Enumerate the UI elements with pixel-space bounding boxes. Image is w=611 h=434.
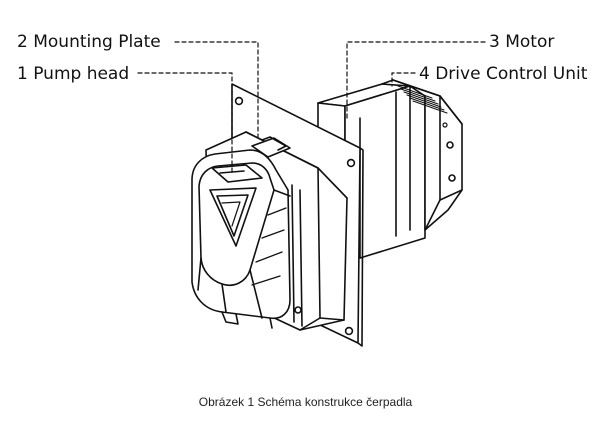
leader-pump-head	[137, 72, 233, 176]
leader-mounting-plate	[174, 41, 259, 141]
label-motor: 3 Motor	[489, 32, 555, 52]
drive-control-unit	[381, 79, 463, 231]
figure-caption: Obrázek 1 Schéma konstrukce čerpadla	[198, 395, 413, 409]
label-drive-control-unit: 4 Drive Control Unit	[419, 64, 588, 84]
leader-lines	[137, 41, 486, 176]
pump-head	[191, 131, 348, 331]
label-pump-head: 1 Pump head	[17, 64, 130, 84]
label-mounting-plate: 2 Mounting Plate	[17, 32, 161, 52]
leader-drive-control-unit	[391, 72, 416, 87]
leader-motor	[346, 41, 486, 119]
